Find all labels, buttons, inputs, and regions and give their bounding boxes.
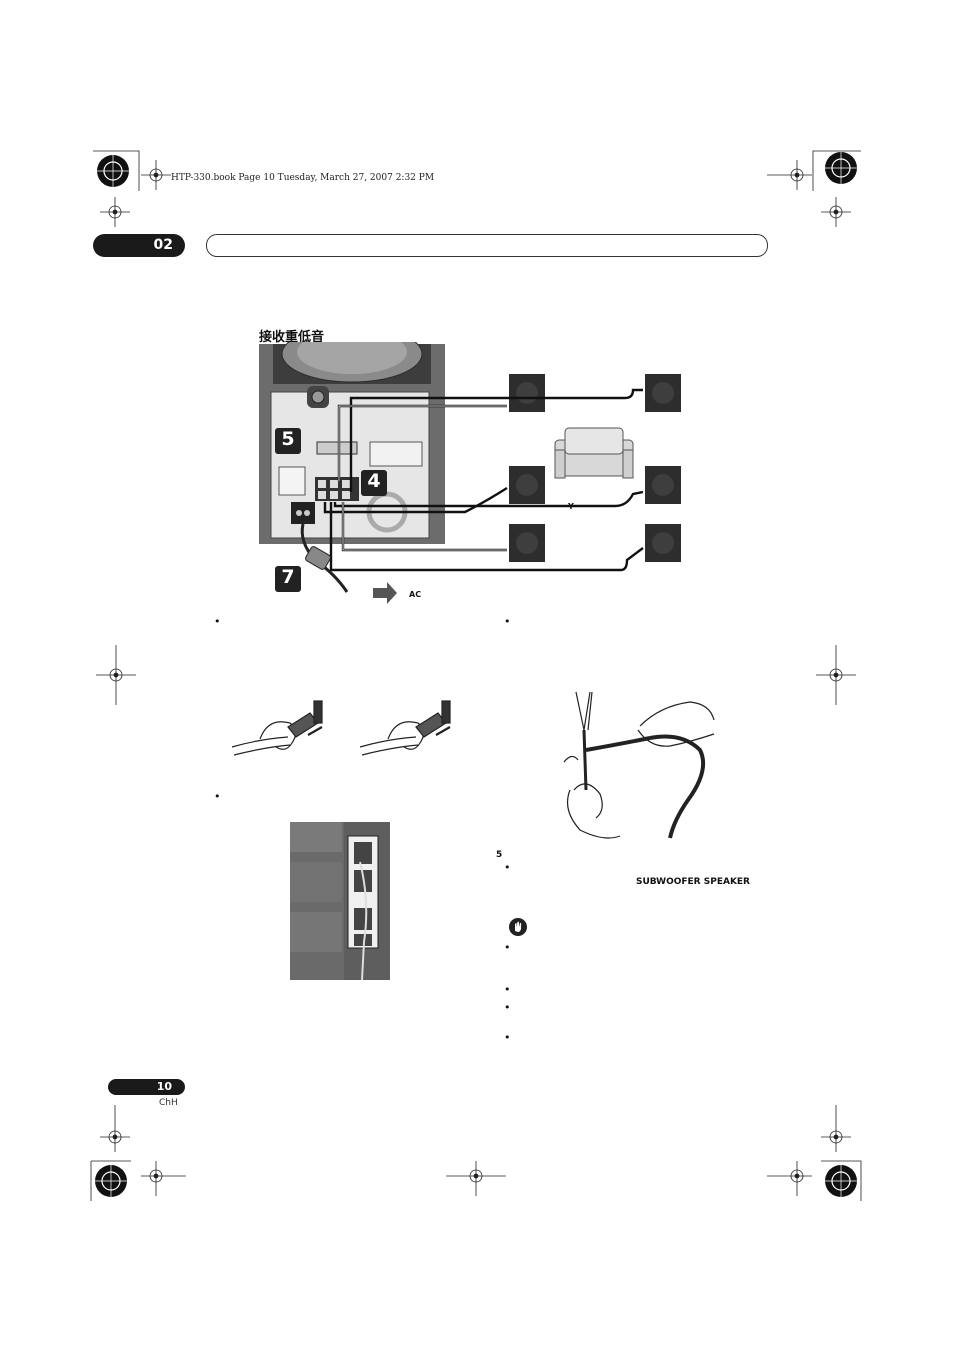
crosshair-target-7: [100, 1105, 130, 1152]
speaker-surround-right: [645, 466, 681, 504]
step-badge-5: [275, 428, 301, 454]
bullet-right-6: •: [504, 1031, 511, 1044]
bullet-right-1: •: [504, 615, 511, 628]
crosshair-target-1: [141, 160, 171, 190]
corner-crop-lines: [90, 150, 862, 1201]
crosshair-target-8: [821, 1105, 851, 1152]
sofa-icon: [554, 427, 634, 479]
bullet-right-2: •: [504, 861, 511, 874]
chapter-tab: 02: [93, 234, 185, 257]
bullet-right-5: •: [504, 1001, 511, 1014]
crosshair-targets: [96, 160, 856, 1196]
chapter-title-bar: [206, 234, 768, 257]
step-7-label: 7: [281, 566, 295, 588]
page-number-tab: 10: [108, 1079, 185, 1095]
plug-insertion-illustration: [231, 700, 451, 756]
speaker-front-right: [645, 374, 681, 412]
ac-power-cord: [300, 523, 397, 604]
book-info-line: HTP-330.book Page 10 Tuesday, March 27, …: [171, 173, 435, 183]
speaker-surround-left: [509, 524, 545, 562]
plug-hand-left: [231, 700, 323, 756]
bullet-left-1: •: [214, 615, 221, 628]
crosshair-target-2: [100, 197, 130, 227]
step-5-marker: 5: [496, 850, 503, 860]
speaker-cables: [323, 388, 644, 572]
crosshair-target-10: [446, 1161, 506, 1196]
bullet-left-2: •: [214, 790, 221, 803]
chapter-number: 02: [153, 237, 173, 253]
crosshair-target-11: [767, 1161, 812, 1196]
crosshair-target-3: [767, 160, 812, 190]
page-number: 10: [156, 1080, 172, 1093]
registration-sunburst-top-right: [825, 152, 857, 184]
speaker-center: [509, 466, 545, 504]
plug-hand-right: [359, 700, 451, 756]
language-code: ChH: [159, 1098, 178, 1108]
speaker-front-left: [509, 374, 545, 412]
wire-twisting-illustration: [563, 691, 715, 839]
bullet-right-3: •: [504, 941, 511, 954]
step-5-label: 5: [281, 428, 295, 450]
step-badge-4: [361, 470, 387, 496]
crosshair-target-9: [141, 1161, 186, 1196]
crosshair-target-4: [821, 197, 851, 227]
subwoofer-speaker-label: SUBWOOFER SPEAKER: [636, 877, 750, 887]
wall-terminal-illustration: [290, 822, 390, 980]
step-4-label: 4: [367, 470, 381, 492]
wiring-diagram: [259, 342, 681, 604]
registration-sunburst-bottom-right: [825, 1165, 857, 1197]
registration-sunburst-top-left: [97, 155, 129, 187]
crosshair-target-5: [96, 645, 136, 705]
step-badge-7: [275, 566, 301, 592]
ac-label: AC: [409, 590, 422, 599]
cable-label-y: Y: [568, 502, 574, 511]
registration-sunburst-bottom-left: [95, 1165, 127, 1197]
caution-hand-icon: [509, 918, 527, 936]
bullet-right-4: •: [504, 983, 511, 996]
crosshair-target-6: [816, 645, 856, 705]
speaker-surround-back: [645, 524, 681, 562]
